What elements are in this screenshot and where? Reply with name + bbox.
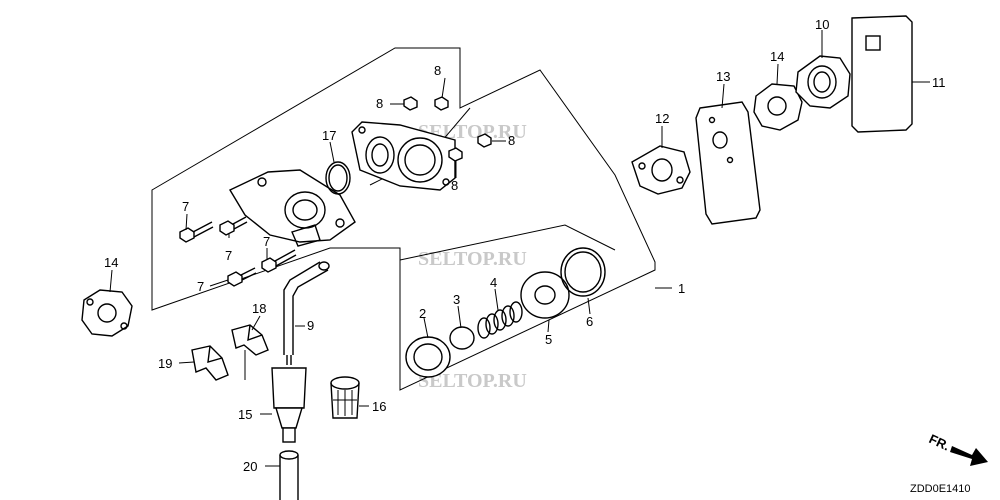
adaptor-10 <box>795 55 851 109</box>
plate-13 <box>695 101 761 225</box>
spring-4 <box>477 301 523 339</box>
callout-17: 17 <box>322 128 336 143</box>
nut-8-c <box>477 133 492 148</box>
gasket-11 <box>851 15 913 133</box>
watermark-bottom: SELTOP.RU <box>418 370 527 392</box>
direction-label: FR. <box>927 431 952 453</box>
hose-20 <box>279 455 299 500</box>
callout-15: 15 <box>238 407 252 422</box>
callout-3: 3 <box>453 292 460 307</box>
diaphragm-5 <box>520 271 570 319</box>
fuel-filter-15 <box>271 355 307 443</box>
front-direction-arrow: FR. <box>927 431 988 466</box>
nut-8-b <box>434 96 449 111</box>
diaphragm-group-boundary <box>399 224 616 261</box>
callout-20: 20 <box>243 459 257 474</box>
bolt-7-b <box>219 216 248 236</box>
bolt-7-d <box>261 249 297 273</box>
gasket-14-right <box>753 83 803 131</box>
diaphragm-2 <box>405 336 451 378</box>
diagram-code: ZDD0E1410 <box>910 483 971 495</box>
gasket-14-left <box>81 289 133 337</box>
pump-cover <box>351 121 456 191</box>
clip-19 <box>191 345 229 381</box>
strainer-16 <box>330 376 360 419</box>
callout-2: 2 <box>419 306 426 321</box>
callout-8-d: 8 <box>451 178 458 193</box>
callout-7-b: 7 <box>225 248 232 263</box>
callout-1: 1 <box>678 281 685 296</box>
o-ring-17 <box>325 161 351 195</box>
clip-18 <box>231 324 269 356</box>
nut-8-d <box>448 147 463 162</box>
nut-8-a <box>403 96 418 111</box>
disc-3 <box>449 326 475 350</box>
bolt-7-a <box>179 221 214 243</box>
o-ring-6 <box>560 247 606 297</box>
callout-12: 12 <box>655 111 669 126</box>
callout-16: 16 <box>372 399 386 414</box>
watermark-middle: SELTOP.RU <box>418 248 527 270</box>
callout-18: 18 <box>252 301 266 316</box>
callout-7-d: 7 <box>197 279 204 294</box>
bolt-7-c <box>227 267 257 287</box>
assembly-boundary <box>151 47 656 391</box>
callout-8-c: 8 <box>508 133 515 148</box>
callout-7-c: 7 <box>263 234 270 249</box>
callout-13: 13 <box>716 69 730 84</box>
arrow-icon <box>950 446 988 466</box>
callout-14-left: 14 <box>104 255 118 270</box>
callout-14-right: 14 <box>770 49 784 64</box>
callout-4: 4 <box>490 275 497 290</box>
callout-6: 6 <box>586 314 593 329</box>
pump-body <box>229 169 356 247</box>
callout-8-b: 8 <box>376 96 383 111</box>
callout-9: 9 <box>307 318 314 333</box>
fuel-tube-9 <box>283 261 329 355</box>
callout-11: 11 <box>932 75 946 90</box>
callout-10: 10 <box>815 17 829 32</box>
callout-7-a: 7 <box>182 199 189 214</box>
insulator-12 <box>631 145 691 195</box>
callout-8-a: 8 <box>434 63 441 78</box>
callout-5: 5 <box>545 332 552 347</box>
callout-19: 19 <box>158 356 172 371</box>
